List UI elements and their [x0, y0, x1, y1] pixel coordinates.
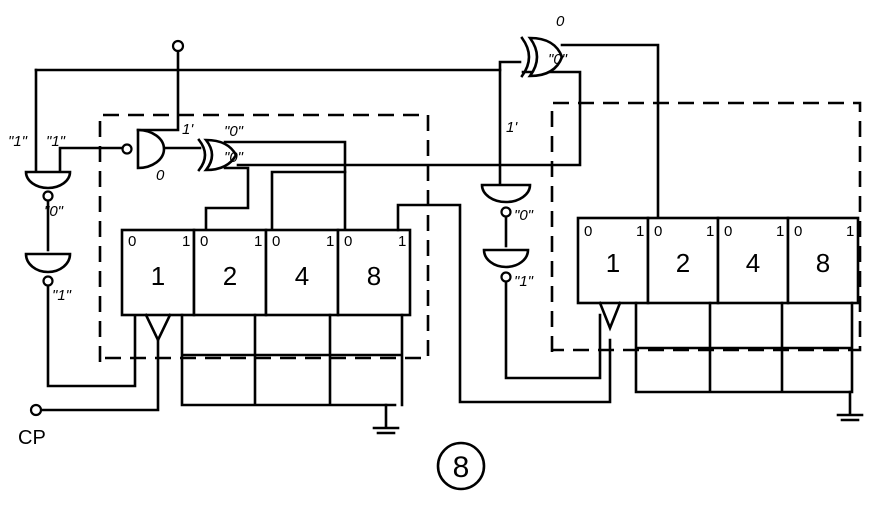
- left-c4-state-1: 1: [326, 233, 334, 250]
- wire-xor-to-counter: [204, 166, 250, 232]
- left-counter-cell-8: [336, 228, 412, 317]
- right-c2-state-0: 0: [654, 223, 662, 240]
- figure-number-circle: [436, 441, 486, 491]
- right-counter-digit-1: 1: [606, 248, 620, 278]
- level-xor-in-2: "0": [224, 149, 244, 166]
- left-nand-lower-bubble: [42, 275, 54, 287]
- left-nand-top: [136, 128, 166, 170]
- left-nand-top-bubble: [121, 143, 133, 155]
- right-xor-gate: [527, 36, 564, 78]
- figure-number: 8: [453, 451, 470, 484]
- right-c4-state-0: 0: [724, 223, 732, 240]
- level-rxor-in: "0": [548, 51, 568, 68]
- right-nand-lower: [482, 248, 530, 269]
- right-counter: 1 2 4 8 0 1 0 1 0 1 0 1: [576, 216, 864, 422]
- left-xor-gate-arc: [197, 138, 207, 172]
- right-clock-triangle: [598, 301, 622, 332]
- left-nand-lower: [24, 252, 72, 274]
- left-counter-cell-4: [264, 228, 340, 317]
- left-c1-state-1: 1: [182, 233, 190, 250]
- level-nand-out: 0: [156, 167, 165, 184]
- right-counter-cell-2: [646, 216, 720, 305]
- right-counter-digit-2: 2: [676, 248, 690, 278]
- level-rxor-out: 0: [556, 13, 565, 30]
- cp-label: CP: [18, 427, 46, 449]
- left-ground-lead: [372, 403, 400, 435]
- left-counter-digit-2: 2: [223, 261, 237, 291]
- level-left-b: "1": [46, 133, 66, 150]
- left-c2-state-0: 0: [200, 233, 208, 250]
- left-counter-cell-1: [120, 228, 196, 317]
- right-xor-gate-arc: [520, 36, 531, 78]
- wire-left-to-right-bus: [396, 203, 612, 404]
- level-right-b: "0": [514, 207, 534, 224]
- level-right-c: "1": [514, 273, 534, 290]
- wire-top-left-to-xor: [34, 60, 522, 72]
- wire-nand-out-clock: [46, 280, 137, 388]
- dashed-loop-right: [550, 101, 862, 352]
- left-counter: 1 2 4 8 0 1 0 1 0 1 0 1: [120, 203, 612, 435]
- right-c1-state-1: 1: [636, 223, 644, 240]
- right-counter-digit-8: 8: [816, 248, 830, 278]
- left-xor-gate: [203, 138, 238, 172]
- left-c4-state-0: 0: [272, 233, 280, 250]
- right-counter-cell-8: [786, 216, 860, 305]
- level-left-a: "1": [8, 133, 28, 150]
- right-nand-upper: [480, 183, 532, 204]
- left-counter-digit-8: 8: [367, 261, 381, 291]
- right-nand-lower-bubble: [500, 271, 512, 283]
- dashed-loop-left: [98, 113, 430, 362]
- left-clock-triangle: [144, 313, 172, 344]
- wire-xor-feedback: [223, 140, 347, 232]
- right-ground-lead: [836, 390, 864, 422]
- wire-nand-top-in: [58, 146, 126, 174]
- right-c8-state-0: 0: [794, 223, 802, 240]
- wire-top-vertical: [136, 48, 180, 132]
- left-lower-grid: [180, 313, 404, 407]
- wire-cp-line: [40, 338, 160, 412]
- right-c4-state-1: 1: [776, 223, 784, 240]
- level-left-d: "1": [52, 287, 72, 304]
- right-lower-grid: [634, 301, 854, 394]
- right-counter-cell-1: [576, 216, 650, 305]
- left-c1-state-0: 0: [128, 233, 136, 250]
- left-c8-state-0: 0: [344, 233, 352, 250]
- left-c2-state-1: 1: [254, 233, 262, 250]
- wire-bit2-4-link: [270, 170, 347, 232]
- left-counter-cell-2: [192, 228, 268, 317]
- level-right-a: 1': [506, 119, 518, 136]
- left-counter-digit-1: 1: [151, 261, 165, 291]
- right-c1-state-0: 0: [584, 223, 592, 240]
- wire-xor-out-right: [560, 43, 660, 220]
- right-c8-state-1: 1: [846, 223, 854, 240]
- level-left-c: "0": [44, 203, 64, 220]
- left-counter-digit-4: 4: [295, 261, 309, 291]
- right-nand-upper-bubble: [500, 206, 512, 218]
- top-input-terminal: [171, 39, 185, 53]
- left-nand-upper: [24, 170, 72, 190]
- level-nand-in: 1': [182, 121, 194, 138]
- level-xor-in-1: "0": [224, 123, 244, 140]
- left-c8-state-1: 1: [398, 233, 406, 250]
- wire-xor-in-right: [236, 70, 582, 167]
- cp-input-terminal: [29, 403, 43, 417]
- wire-right-nand-to-counter: [504, 278, 602, 380]
- left-nand-upper-bubble: [42, 190, 54, 202]
- right-counter-digit-4: 4: [746, 248, 760, 278]
- right-c2-state-1: 1: [706, 223, 714, 240]
